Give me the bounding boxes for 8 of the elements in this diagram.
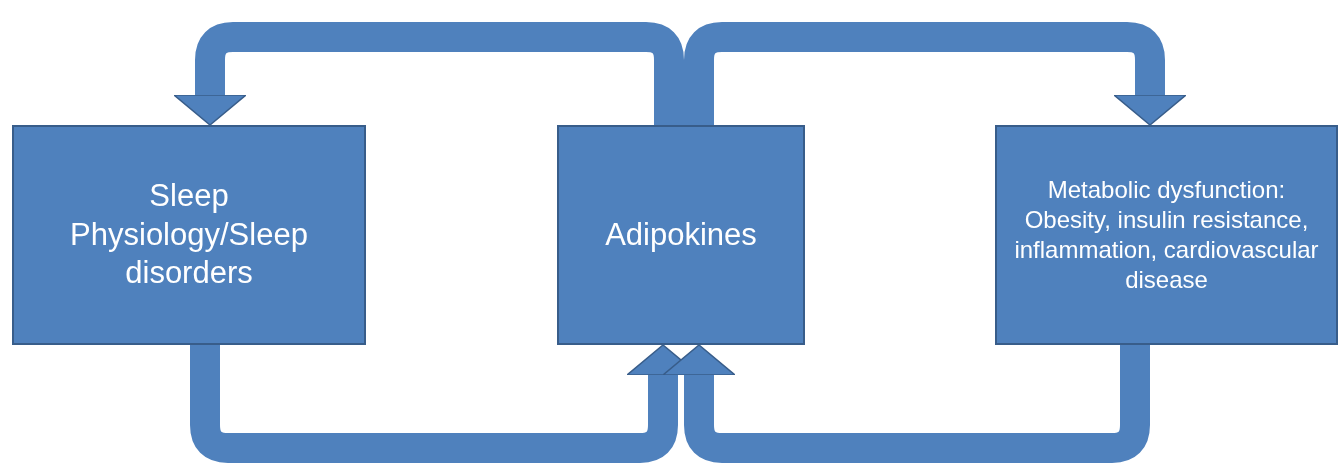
process-box bbox=[995, 125, 1338, 345]
block-arrow bbox=[173, 22, 684, 126]
process-box bbox=[12, 125, 366, 345]
box-text: Sleep Physiology/Sleep disorders bbox=[69, 176, 309, 293]
process-box bbox=[557, 125, 805, 345]
box-text: Adipokines bbox=[605, 215, 757, 254]
box-text: Metabolic dysfunction: Obesity, insulin resistance, inflammation, cardiovascular disease bbox=[1013, 175, 1320, 295]
block-arrow bbox=[684, 22, 1187, 126]
